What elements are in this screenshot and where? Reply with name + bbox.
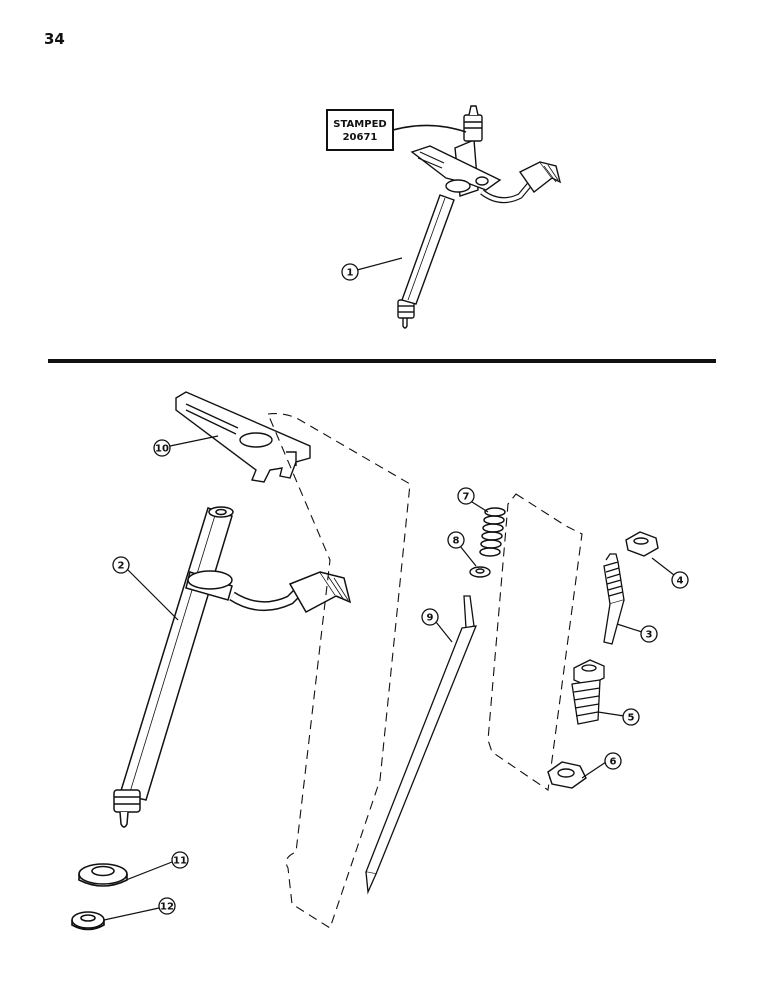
callout-9: 9: [421, 608, 453, 643]
washer-small-illustration: [71, 911, 105, 931]
callout-2: 2: [112, 556, 179, 621]
adjusting-screw-illustration: [603, 553, 625, 645]
callout-2-number: 2: [118, 561, 125, 572]
stamped-label-box: [326, 109, 394, 151]
callout-1: 1: [341, 257, 403, 281]
spindle-illustration: [365, 595, 478, 895]
clamp-bracket-illustration: [175, 391, 311, 483]
callout-10-number: 10: [155, 444, 169, 455]
callout-3-number: 3: [646, 630, 653, 641]
callout-8: 8: [447, 531, 477, 567]
nut-bottom-illustration: [547, 761, 587, 789]
stamped-label-line2: 20671: [343, 132, 378, 143]
callout-8-number: 8: [453, 536, 460, 547]
dashed-enclosure-outer: [267, 413, 411, 929]
spring-illustration: [479, 507, 506, 557]
callout-9-number: 9: [427, 613, 434, 624]
stamped-label-line1: STAMPED: [333, 119, 386, 130]
dashed-enclosure-inner: [487, 493, 583, 791]
callout-11-number: 11: [173, 856, 187, 867]
callout-12: 12: [103, 897, 176, 921]
section-divider: [48, 359, 716, 363]
washer-large-illustration: [78, 863, 128, 887]
callout-4: 4: [651, 557, 689, 589]
callout-5: 5: [597, 708, 640, 726]
callout-11: 11: [125, 851, 189, 881]
assembled-injector-illustration: [397, 105, 562, 329]
callout-6-number: 6: [610, 757, 617, 768]
callout-4-number: 4: [677, 576, 684, 587]
callout-1-number: 1: [347, 268, 354, 279]
spring-seat-illustration: [469, 566, 491, 578]
cap-screw-illustration: [571, 659, 605, 725]
callout-7-number: 7: [463, 492, 470, 503]
callout-12-number: 12: [160, 902, 174, 913]
page-number: 34: [44, 30, 65, 48]
callout-6: 6: [581, 752, 622, 779]
injector-body-illustration: [113, 506, 352, 828]
nut-top-illustration: [625, 531, 659, 557]
callout-10: 10: [153, 435, 219, 457]
stamped-leader-line: [392, 124, 467, 133]
callout-7: 7: [457, 487, 489, 513]
callout-3: 3: [616, 623, 658, 643]
stamped-label-callout: STAMPED 20671: [326, 109, 467, 151]
callout-5-number: 5: [628, 713, 635, 724]
